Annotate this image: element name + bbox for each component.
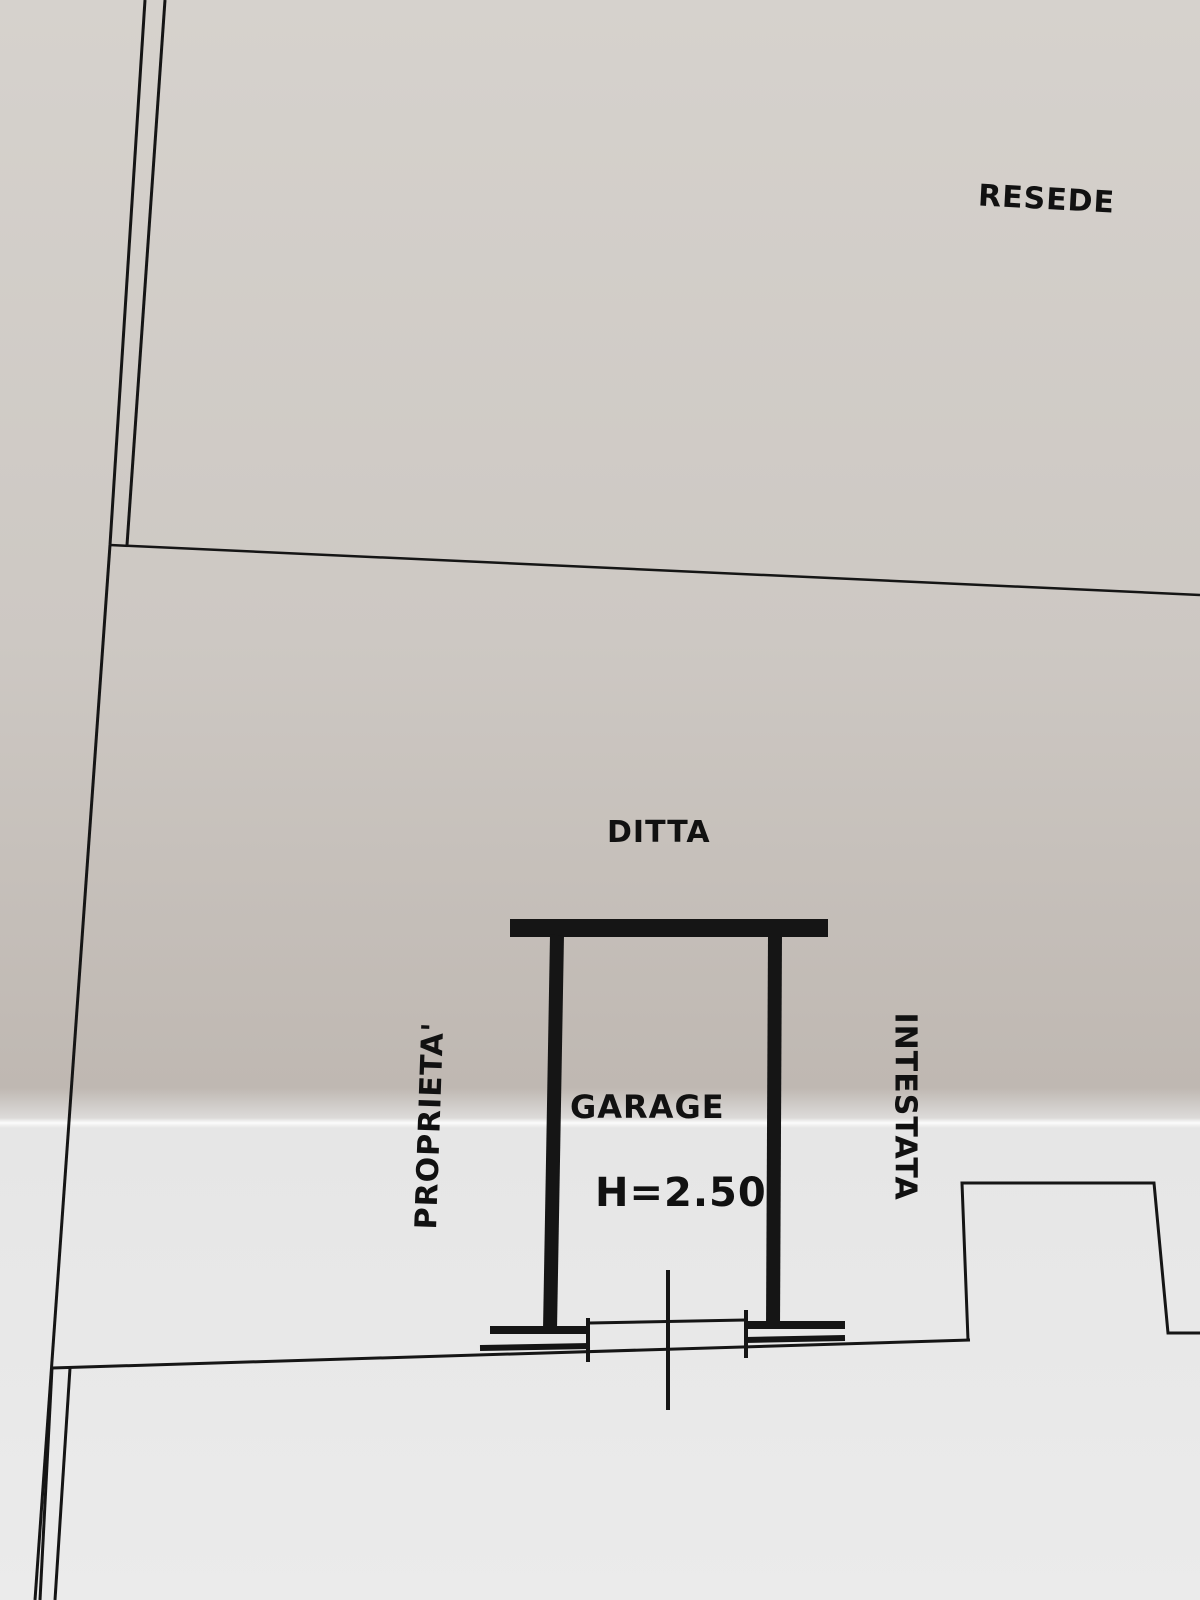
label-ditta: DITTA [607, 815, 711, 850]
property-line-bottom [51, 1338, 971, 1370]
property-line-top [109, 543, 1200, 597]
garage-left-footing-2 [479, 1343, 591, 1351]
label-proprieta: PROPRIETA' [409, 1021, 452, 1231]
garage-right-footing-2 [744, 1335, 846, 1343]
boundary-left-outer [108, 0, 147, 546]
garage-right-wall [766, 934, 782, 1329]
boundary-left-long [33, 544, 112, 1600]
adjacent-building-outline [960, 1181, 1200, 1341]
paper-fold [0, 1118, 1200, 1128]
garage-left-wall [543, 934, 564, 1331]
label-resede: RESEDE [977, 178, 1116, 221]
label-garage: GARAGE [570, 1088, 725, 1126]
label-intestata: INTESTATA [887, 1012, 923, 1201]
boundary-left-inner [125, 0, 167, 546]
boundary-bottom-left-outer [38, 1367, 54, 1600]
boundary-bottom-left-inner [53, 1367, 72, 1600]
label-height: H=2.50 [595, 1170, 767, 1216]
